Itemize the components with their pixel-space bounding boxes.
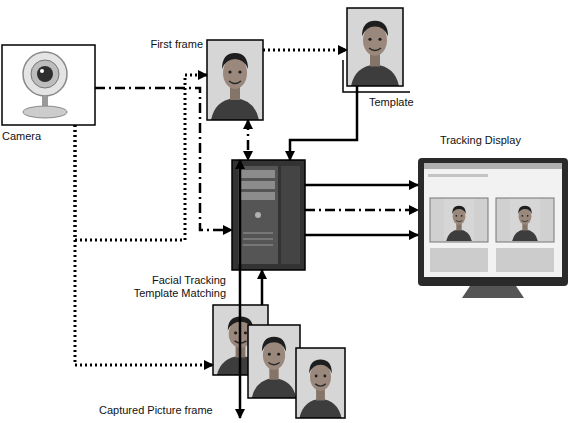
face-photo [248, 325, 300, 398]
face-photo [347, 8, 403, 86]
flow-arrow [305, 184, 418, 187]
flow-arrow [95, 88, 232, 230]
flow-arrow [261, 270, 264, 305]
vent [243, 238, 273, 240]
template-bracket [343, 60, 410, 92]
picture-frame [2, 45, 95, 125]
picture-label: First frame [141, 38, 203, 51]
drive-bay [241, 192, 275, 200]
tower-side [281, 166, 300, 264]
photo-border [296, 348, 345, 418]
picture-label: Tracking Display [440, 134, 521, 147]
drive-bay [241, 181, 275, 189]
drive-bay [241, 170, 275, 178]
flow-arrow [75, 125, 213, 365]
face-photo [207, 40, 263, 120]
picture-node: Tracking Display [418, 158, 568, 300]
picture-label: Camera [2, 130, 41, 143]
screen-panel [430, 248, 488, 272]
flow-arrow [247, 120, 250, 160]
face-photo [444, 199, 474, 241]
picture-label: Captured Picture frame [99, 404, 213, 417]
power-button [255, 212, 261, 218]
webcam-ring [31, 60, 59, 88]
vent [243, 244, 273, 246]
screen-window [496, 198, 554, 242]
flow-arrow [305, 234, 418, 237]
monitor-stand [462, 286, 524, 298]
picture-node: First frame [207, 40, 263, 120]
photo-border [248, 325, 300, 398]
screen-window [430, 198, 488, 242]
computer-tower [232, 160, 305, 270]
monitor-bezel [418, 158, 568, 286]
tower-front [238, 166, 278, 264]
picture-node: Template [347, 8, 403, 86]
picture-label: Facial Tracking Template Matching [108, 274, 226, 300]
monitor-screen [424, 163, 562, 277]
tower-case [232, 160, 305, 270]
flow-arrow [263, 49, 347, 52]
face-photo [510, 199, 540, 241]
screen-line [428, 174, 488, 177]
flow-arrow [290, 86, 357, 160]
vent [243, 232, 273, 234]
picture-node: Captured Picture frame [213, 305, 345, 418]
photo-border [207, 40, 263, 120]
screen-panel [496, 248, 554, 272]
webcam-picture [2, 45, 95, 125]
flow-arrow [305, 209, 418, 212]
face-photo [296, 348, 345, 418]
lens-glint [40, 69, 44, 73]
photo-border [347, 8, 403, 86]
picture-node: Facial Tracking Template Matching [232, 160, 305, 270]
flow-arrow [239, 160, 242, 418]
webcam-body [23, 52, 67, 96]
flow-arrow [75, 75, 207, 240]
monitor [418, 158, 568, 298]
webcam-base [23, 106, 67, 118]
picture-label: Template [369, 96, 414, 109]
webcam-lens [37, 66, 53, 82]
screen-bar [424, 163, 562, 169]
picture-node: Camera [2, 45, 95, 125]
